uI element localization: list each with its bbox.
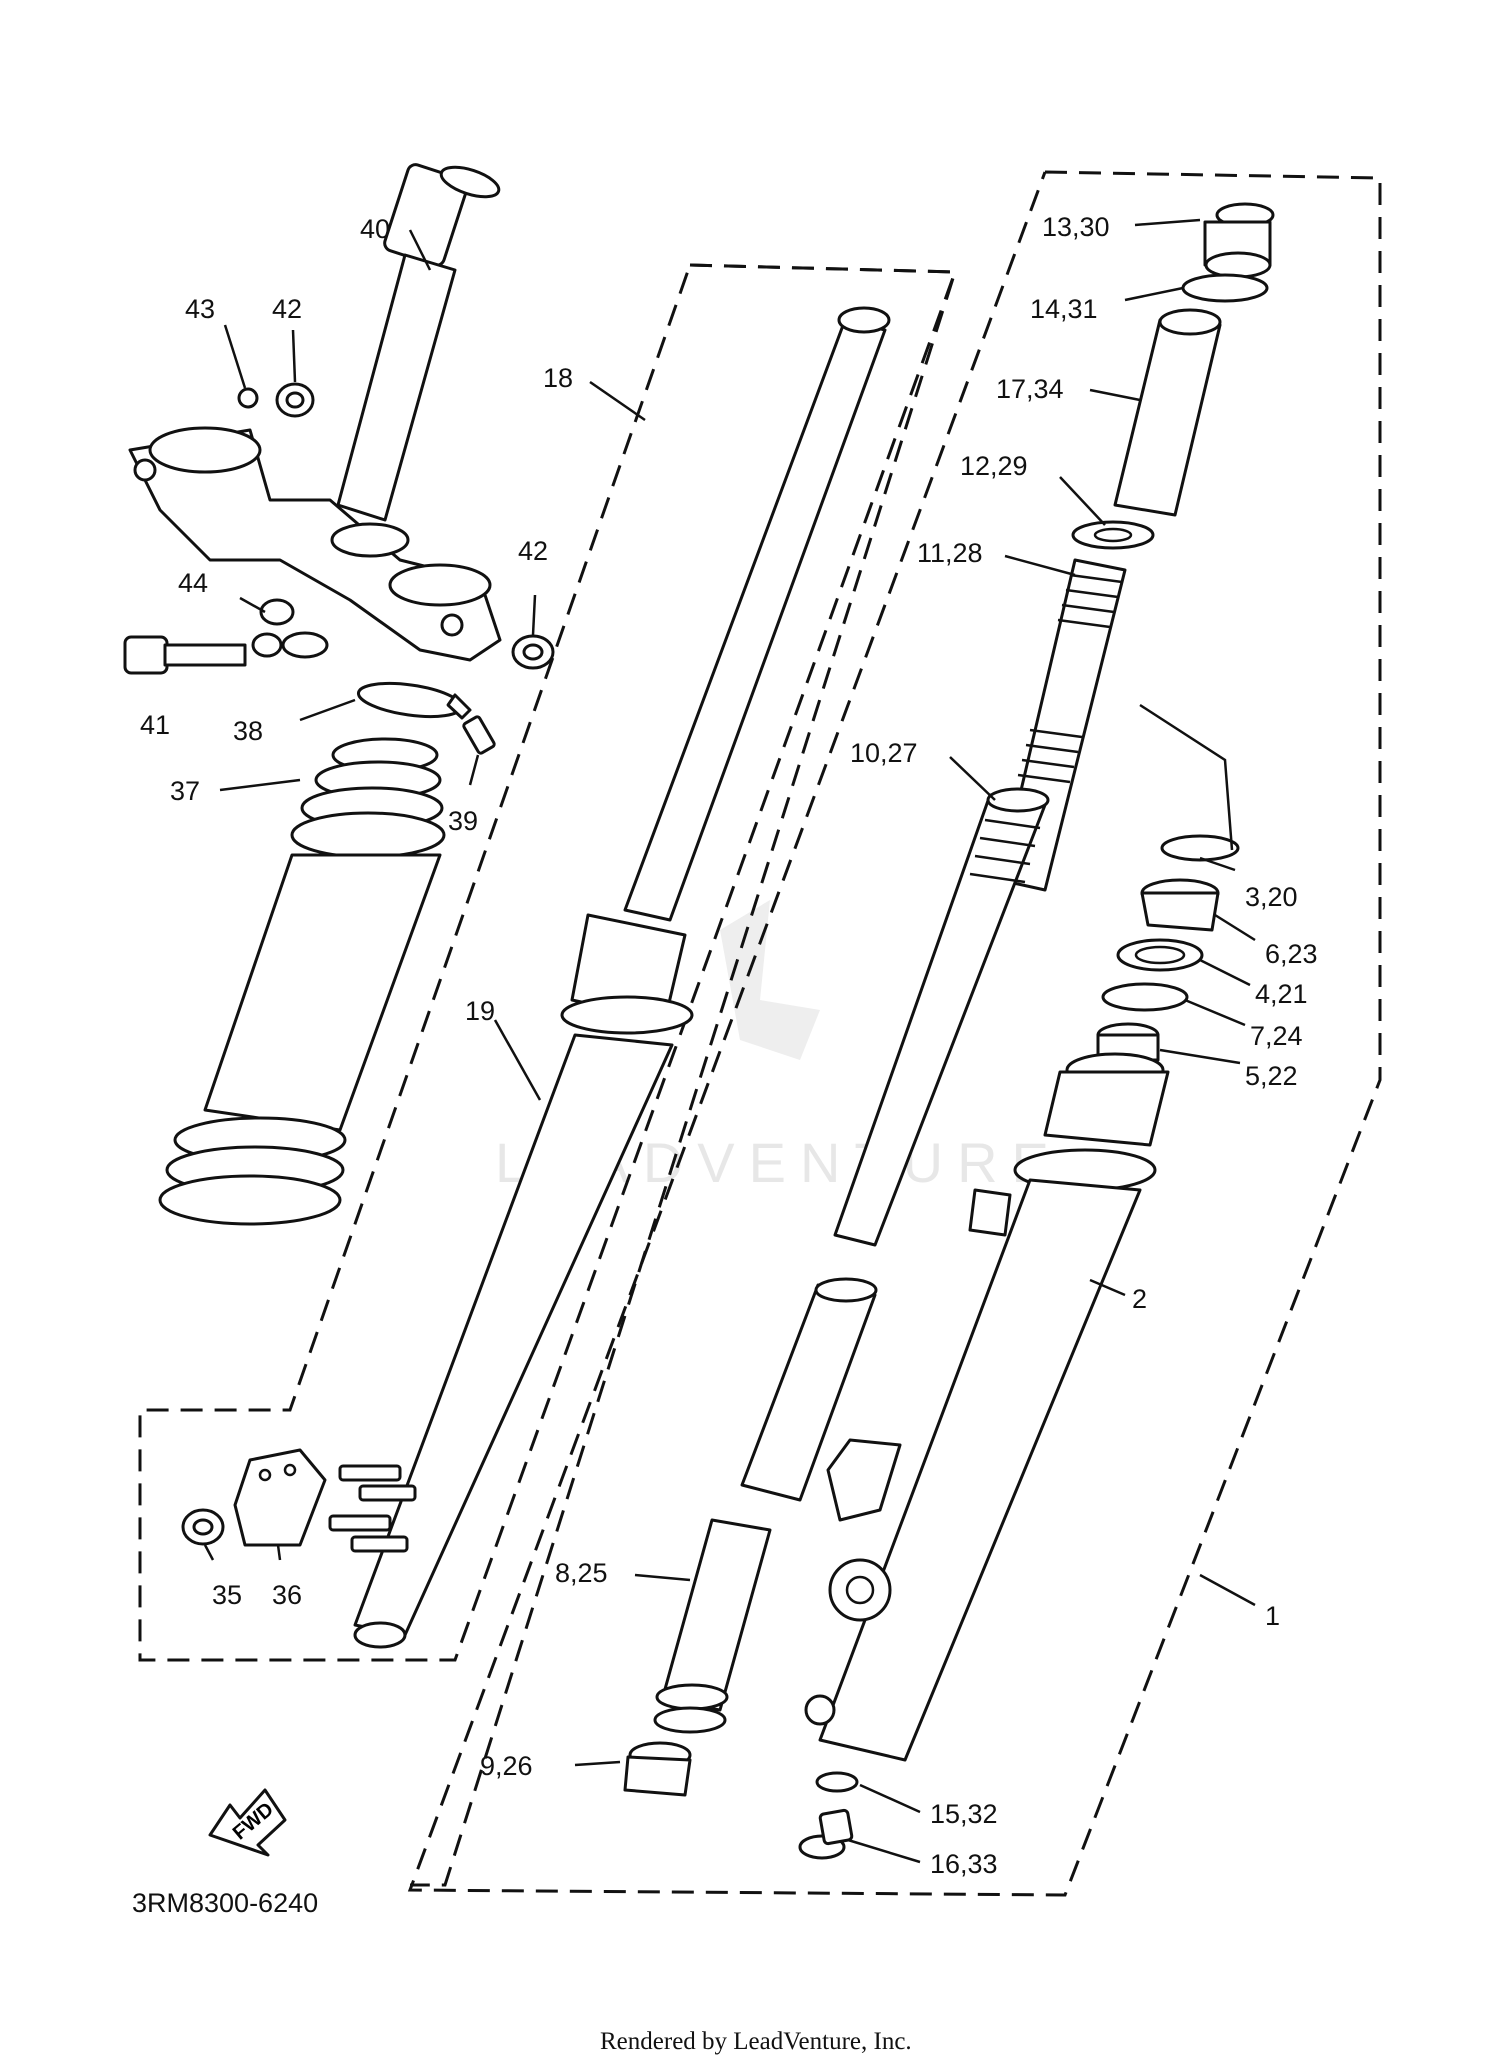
callout-36: 36 — [272, 1580, 302, 1610]
steering-stem-40 — [336, 163, 501, 522]
callout-43: 43 — [185, 294, 215, 324]
callout-3-20: 3,20 — [1245, 882, 1298, 912]
callout-2: 2 — [1132, 1284, 1147, 1314]
spacer-17-34 — [1113, 308, 1222, 517]
forward-arrow-icon: FWD — [208, 1788, 287, 1857]
nut-42-lower — [511, 634, 555, 670]
washer-15-32 — [815, 1771, 859, 1793]
lower-triple-clamp — [128, 426, 502, 662]
callout-1: 1 — [1265, 1601, 1280, 1631]
callout-7-24: 7,24 — [1250, 1021, 1303, 1051]
outer-tube-19 — [353, 306, 891, 1649]
cap-bolt-13-30 — [1203, 202, 1275, 279]
washer-12-29 — [1071, 520, 1155, 550]
nut-43 — [237, 387, 259, 409]
group-outline-inner-rod — [410, 263, 958, 1887]
stud-bolts — [328, 1464, 417, 1553]
rendered-by-credit: Rendered by LeadVenture, Inc. — [600, 2028, 912, 2055]
fork-boot-37 — [158, 737, 446, 1226]
nut-42-upper — [275, 382, 315, 418]
callout-10-27: 10,27 — [850, 738, 918, 768]
dust-seal-6-23 — [1140, 878, 1220, 932]
callout-14-31: 14,31 — [1030, 294, 1098, 324]
callout-9-26: 9,26 — [480, 1751, 533, 1781]
oil-seal-4-21 — [1116, 938, 1204, 972]
callout-12-29: 12,29 — [960, 451, 1028, 481]
callout-5-22: 5,22 — [1245, 1061, 1298, 1091]
callout-35: 35 — [212, 1580, 242, 1610]
screw-39 — [462, 715, 496, 755]
drain-bolt-16-33 — [798, 1808, 854, 1860]
callout-39: 39 — [448, 806, 478, 836]
callout-42-lower: 42 — [518, 536, 548, 566]
bushing-5-22 — [1096, 1022, 1160, 1062]
callout-42-upper: 42 — [272, 294, 302, 324]
circlip-3-20 — [1160, 834, 1240, 862]
callout-18: 18 — [543, 363, 573, 393]
callout-labels: 40 43 42 18 44 42 41 38 37 39 19 35 36 1… — [140, 212, 1318, 1879]
callout-4-21: 4,21 — [1255, 979, 1308, 1009]
diagram-code: 3RM8300-6240 — [132, 1888, 319, 1918]
callout-40: 40 — [360, 214, 390, 244]
callout-44: 44 — [178, 568, 208, 598]
leader-lines — [203, 218, 1256, 1864]
damper-rod-10-27 — [833, 787, 1050, 1247]
boot-clamp-38 — [356, 681, 472, 720]
callout-11-28: 11,28 — [917, 538, 983, 568]
nut-35 — [181, 1508, 225, 1546]
callout-6-23: 6,23 — [1265, 939, 1318, 969]
callout-19: 19 — [465, 996, 495, 1026]
callout-17-34: 17,34 — [996, 374, 1064, 404]
callout-16-33: 16,33 — [930, 1849, 998, 1879]
seat-9-26 — [623, 1741, 692, 1797]
callout-41: 41 — [140, 710, 170, 740]
inner-tube-8-25 — [653, 1277, 878, 1734]
callout-38: 38 — [233, 716, 263, 746]
axle-holder-36 — [233, 1448, 327, 1547]
callout-8-25: 8,25 — [555, 1558, 608, 1588]
group-outline-1 — [407, 170, 1382, 1897]
washer-44 — [251, 598, 329, 659]
outer-tube-2 — [804, 1052, 1170, 1762]
group-outline-18-19 — [138, 263, 958, 1662]
callout-37: 37 — [170, 776, 200, 806]
bolt-41 — [123, 635, 247, 675]
o-ring-14-31 — [1181, 273, 1269, 303]
callout-15-32: 15,32 — [930, 1799, 998, 1829]
washer-7-24 — [1101, 982, 1189, 1012]
callout-13-30: 13,30 — [1042, 212, 1110, 242]
